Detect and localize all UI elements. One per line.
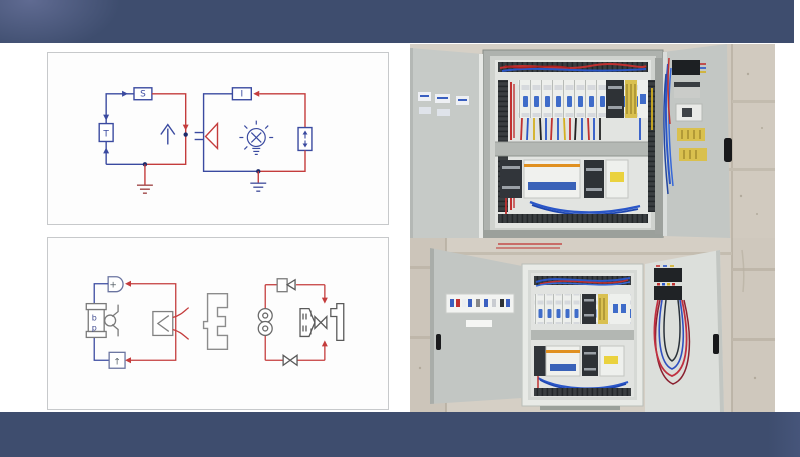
cabinet-interior (531, 276, 634, 396)
junction-dot (142, 162, 148, 167)
right-door (645, 250, 724, 412)
right-indicator-loop: I (202, 87, 313, 192)
ground-icon (136, 164, 153, 194)
photo-electrical-cabinet-top (410, 44, 775, 238)
schematic-panel-bottom: + b p ↑ (47, 237, 389, 410)
junction-dot (183, 132, 188, 137)
photo-electrical-cabinet-bottom (410, 238, 775, 412)
door-wire-bundle (663, 57, 674, 195)
door-labels (418, 92, 469, 116)
wire-duct-bottom (498, 214, 648, 223)
turbine-shape (330, 302, 345, 342)
flow-arrow-right (122, 90, 129, 97)
breaker-row-upper (518, 80, 648, 118)
mid-duct (495, 142, 651, 156)
left-process-loop: + b p ↑ (85, 276, 190, 369)
speaker-icon (194, 121, 219, 151)
transducer-circuit-diagram: S T (98, 87, 313, 194)
cabinet-photo-illustration (410, 44, 775, 238)
source-label: S (140, 90, 146, 100)
door-handle (713, 334, 719, 354)
left-measurement-loop: S T (98, 87, 189, 194)
transducer-label: T (102, 130, 109, 140)
pump-icon (257, 307, 273, 337)
wire-duct-right (648, 80, 656, 212)
separator-icon (299, 307, 316, 338)
up-arrow-icon (160, 123, 176, 145)
source-arrows (302, 130, 308, 148)
door-handle (724, 138, 732, 162)
wall-stain (741, 249, 745, 293)
wire-duct-bottom (534, 388, 631, 396)
valve-icon (282, 354, 298, 367)
right-door (655, 44, 732, 238)
top-wiring (499, 63, 647, 72)
inline-device (276, 278, 288, 293)
top-wiring (535, 277, 631, 287)
left-door (430, 248, 522, 404)
p-label: p (92, 323, 97, 332)
nozzle-icon (314, 314, 328, 331)
flow-arrow-left (253, 90, 260, 97)
indicator-block (231, 87, 253, 101)
flow-arrow-up (321, 340, 328, 347)
e-core-shape (202, 292, 229, 351)
plus-label: + (109, 281, 117, 291)
flow-arrow-down (182, 124, 189, 131)
check-valve-icon (285, 278, 296, 291)
right-process-loop (257, 278, 345, 367)
up-label: ↑ (113, 357, 121, 367)
breaker-row-lower (534, 345, 625, 377)
breaker-row-upper (534, 294, 631, 324)
flow-meter-block (152, 307, 190, 340)
and-shape-block (107, 276, 124, 293)
cabinet-photo-illustration (410, 238, 775, 412)
mid-wiring (520, 117, 601, 141)
cabinet-interior (495, 62, 656, 223)
b-label: b (92, 314, 97, 323)
indicator-box (108, 351, 126, 369)
footer-bar (0, 412, 800, 457)
flow-arrow-left (125, 280, 132, 287)
schematic-panel-top: S T (47, 52, 389, 225)
breaker-row-lower (500, 159, 629, 199)
flow-arrow-down (321, 297, 328, 304)
header-bar (0, 0, 794, 43)
flow-arrow-up (103, 147, 110, 154)
lamp-icon (239, 120, 274, 156)
door-label-strip (445, 293, 515, 314)
ground-icon (250, 171, 267, 192)
process-loop-diagram: + b p ↑ (85, 276, 345, 369)
flow-arrow-down (103, 114, 110, 121)
door-wire-loops (653, 299, 691, 385)
door-handle (436, 334, 441, 350)
door-mounted-relays (654, 265, 682, 300)
left-door (410, 48, 483, 238)
door-mounted-components (663, 57, 707, 195)
mid-duct (531, 330, 634, 340)
door-small-label (466, 320, 492, 327)
indicator-label: I (241, 90, 244, 100)
flow-arrow-left (125, 357, 132, 364)
sensor-block: b p (85, 302, 119, 339)
